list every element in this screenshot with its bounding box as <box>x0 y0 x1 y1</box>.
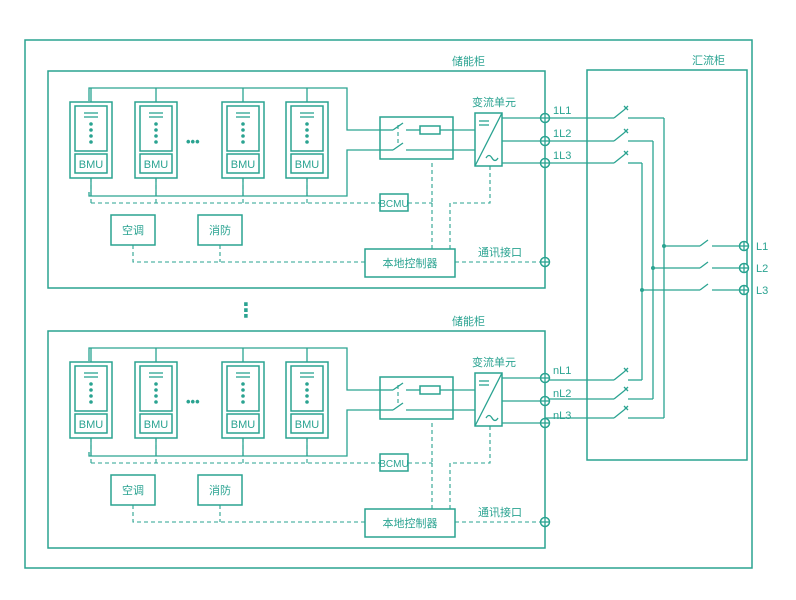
battery-icon <box>74 365 108 412</box>
terminal-icon <box>539 395 551 407</box>
battery-module: BMU <box>285 88 329 203</box>
local-controller-label: 本地控制器 <box>383 256 438 270</box>
dc-switch-fuse-box <box>379 376 454 420</box>
battery-module: BMU <box>69 348 113 463</box>
storage-cabinet-label: 储能柜 <box>452 314 485 328</box>
grid-phase-label: L1 <box>756 241 768 253</box>
fire-protection-label: 消防 <box>209 223 231 237</box>
battery-module: BMU <box>221 88 265 203</box>
battery-icon <box>226 365 260 412</box>
battery-icon <box>290 365 324 412</box>
ellipsis: ••• <box>186 134 200 149</box>
battery-icon <box>74 105 108 152</box>
terminal-icon <box>539 135 551 147</box>
outer-frame <box>24 39 753 569</box>
battery-icon <box>139 365 173 412</box>
battery-module: BMU <box>69 88 113 203</box>
bcmu-box <box>379 453 409 472</box>
storage-cabinet-bottom: 储能柜 BMU BMU BMU BMU ••• BCMU 变流单元 nL1 nL2 nL3 空调 消防本… <box>47 314 571 549</box>
terminal-icon <box>539 417 551 429</box>
phase-label: 1L2 <box>553 128 571 140</box>
bmu-label: BMU <box>79 159 104 171</box>
battery-icon <box>290 105 324 152</box>
air-conditioner-label: 空调 <box>122 223 144 237</box>
dc-ac-converter-icon <box>474 372 503 427</box>
bmu-label: BMU <box>295 419 320 431</box>
dc-switch-fuse-box <box>379 116 454 160</box>
dc-ac-converter-icon <box>474 112 503 167</box>
terminal-icon <box>738 240 750 296</box>
comm-interface-label: 通讯接口 <box>478 246 522 259</box>
breaker-icon <box>545 105 664 164</box>
combiner-cabinet-frame <box>586 69 748 461</box>
combiner-cabinet-label: 汇流柜 <box>692 53 725 67</box>
bmu-label: BMU <box>79 419 104 431</box>
bmu-label: BMU <box>144 419 169 431</box>
storage-cabinet-top: 储能柜 BMU BMU BMU BMU ••• BCMU 变流单元 1L1 1L2 1L3 空调 消防本… <box>47 54 571 289</box>
fuse-icon <box>419 125 453 135</box>
local-controller-box <box>364 248 456 278</box>
storage-cabinet-label: 储能柜 <box>452 54 485 68</box>
bmu-label: BMU <box>144 159 169 171</box>
terminal-icon <box>539 372 551 384</box>
storage-cabinet-frame <box>47 70 546 289</box>
battery-icon <box>226 105 260 152</box>
grid-phase-label: L3 <box>756 285 768 297</box>
terminal-icon <box>539 157 551 169</box>
bmu-label: BMU <box>231 159 256 171</box>
converter-unit-label: 变流单元 <box>472 95 516 109</box>
vertical-ellipsis: ⋮ <box>236 300 256 322</box>
switch-icon <box>380 382 453 411</box>
phase-label: 1L1 <box>553 105 571 117</box>
breaker-icon <box>640 239 744 292</box>
phase-label: 1L3 <box>553 150 571 162</box>
fuse-icon <box>419 385 453 395</box>
battery-module: BMU <box>134 348 178 463</box>
battery-module: BMU <box>134 88 178 203</box>
storage-cabinet-frame <box>47 330 546 549</box>
fire-protection-label: 消防 <box>209 483 231 497</box>
bmu-label: BMU <box>295 159 320 171</box>
terminal-icon <box>539 516 551 528</box>
terminal-icon <box>539 112 551 124</box>
local-controller-box <box>364 508 456 538</box>
battery-icon <box>139 105 173 152</box>
combiner-cabinet: 汇流柜 <box>545 53 768 461</box>
switch-icon <box>380 122 453 151</box>
phase-label: nL3 <box>553 410 571 422</box>
ellipsis: ••• <box>186 394 200 409</box>
bcmu-box <box>379 193 409 212</box>
bmu-label: BMU <box>231 419 256 431</box>
breaker-icon <box>545 367 664 419</box>
bcmu-label: BCMU <box>379 199 408 210</box>
comm-interface-label: 通讯接口 <box>478 506 522 519</box>
local-controller-label: 本地控制器 <box>383 516 438 530</box>
bcmu-label: BCMU <box>379 459 408 470</box>
air-conditioner-label: 空调 <box>122 483 144 497</box>
phase-label: nL2 <box>553 388 571 400</box>
battery-module: BMU <box>285 348 329 463</box>
converter-unit-label: 变流单元 <box>472 355 516 369</box>
terminal-icon <box>539 256 551 268</box>
phase-label: nL1 <box>553 365 571 377</box>
grid-phase-label: L2 <box>756 263 768 275</box>
battery-module: BMU <box>221 348 265 463</box>
